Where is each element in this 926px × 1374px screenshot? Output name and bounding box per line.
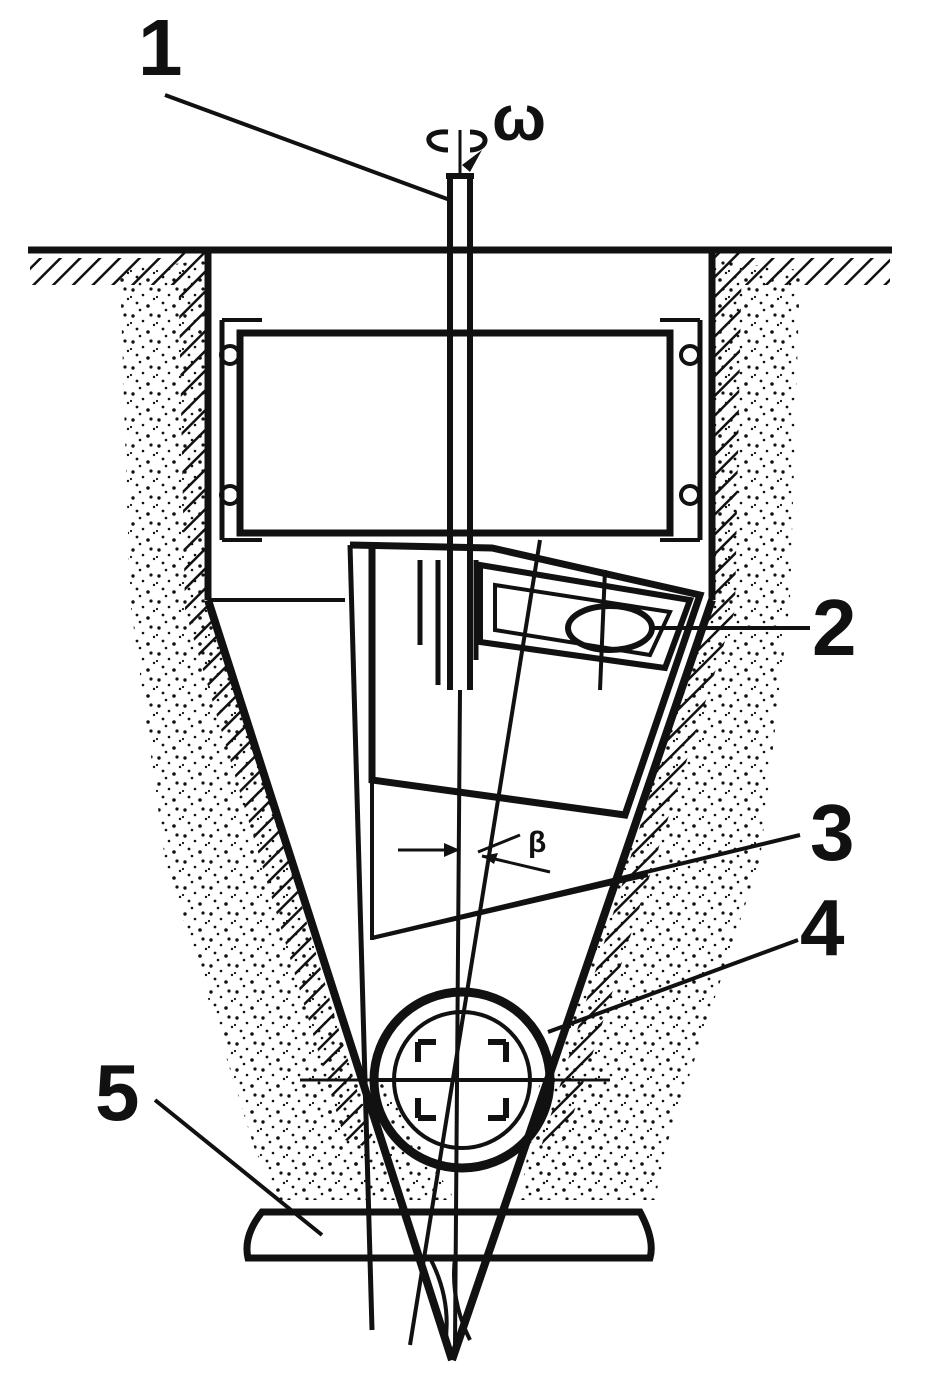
trench-outline	[204, 250, 716, 1362]
rotating-shaft	[426, 129, 488, 690]
label-2: 2	[812, 583, 857, 672]
pipe	[300, 987, 610, 1173]
beta-symbol: β	[528, 826, 546, 859]
label-4: 4	[800, 883, 845, 972]
leader-lines	[153, 93, 810, 1237]
angle-beta-marker	[398, 833, 551, 874]
base-plate	[243, 1208, 655, 1346]
upper-frame	[219, 318, 703, 542]
eccentric-vibrator	[417, 560, 695, 691]
omega-symbol: ω	[492, 82, 546, 154]
label-5: 5	[95, 1048, 140, 1137]
label-3: 3	[810, 788, 855, 877]
trench-wall-hatching	[30, 252, 890, 1150]
label-1: 1	[138, 3, 183, 92]
